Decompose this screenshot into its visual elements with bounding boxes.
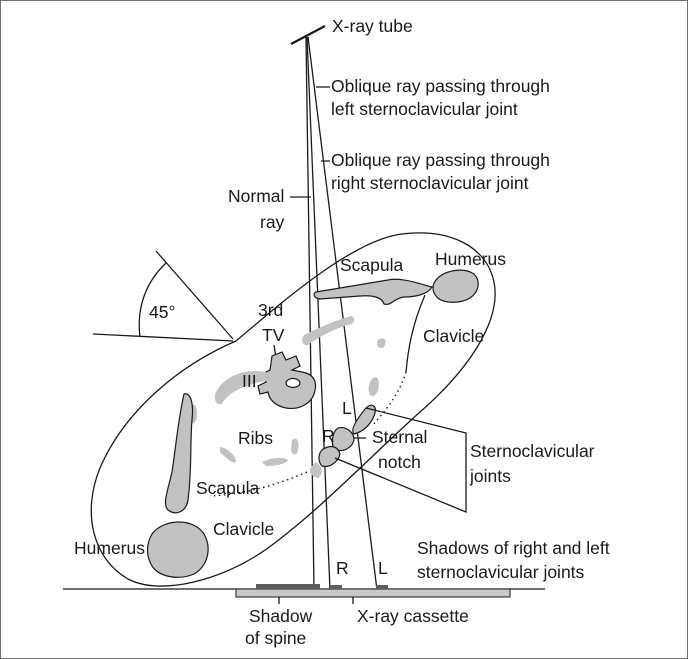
angle-arm-line (156, 251, 233, 339)
shadows-label-line1: Shadows of right and left (417, 538, 610, 558)
sc-joints-label-line1: Sternoclavicular (470, 441, 595, 461)
humerus-top-label: Humerus (435, 249, 506, 269)
ribs-label: Ribs (238, 428, 273, 448)
left-marker-label: L (342, 398, 352, 418)
oblique-right-label-line1: Oblique ray passing through (331, 150, 550, 170)
cassette-label: X-ray cassette (357, 606, 469, 626)
rib-fragment-4 (220, 447, 236, 462)
sternal-notch-label-line1: Sternal (372, 427, 427, 447)
xray-tube-label: X-ray tube (332, 16, 413, 36)
vertebra-label-line1: 3rd (258, 300, 283, 320)
angle-base-line (93, 334, 233, 341)
spine-shadow-shape (256, 584, 320, 589)
shadows-label-line2: sternoclavicular joints (417, 562, 585, 582)
scapula-bottom-label: Scapula (196, 478, 260, 498)
oblique-left-label-line1: Oblique ray passing through (331, 76, 550, 96)
oblique-left-label-line2: left sternoclavicular joint (331, 99, 518, 119)
humerus-top-shape (433, 270, 478, 302)
humerus-bottom-label: Humerus (74, 538, 145, 558)
humerus-bottom-shape (148, 522, 209, 577)
right-marker-label: R (322, 426, 335, 446)
right-sc-shadow-shape (330, 585, 342, 589)
normal-ray-label-line1: Normal (228, 186, 284, 206)
scapula-top-label: Scapula (340, 255, 404, 275)
shadow-spine-label-line2: of spine (245, 628, 306, 648)
clavicle-right-label: Clavicle (423, 326, 484, 346)
shadow-l-label: L (378, 558, 388, 578)
vertebra-label-line2: TV (262, 325, 285, 345)
scapula-bottom-shape (165, 394, 192, 513)
right-sc-joint-shape (319, 447, 340, 467)
oblique-right-label-line2: right sternoclavicular joint (331, 173, 529, 193)
vertebral-foramen (286, 379, 300, 388)
sternal-notch-label-line2: notch (378, 452, 421, 472)
rib-fragment-6 (291, 438, 299, 454)
angle-arc (139, 263, 166, 337)
rib-fragment-1 (377, 338, 386, 348)
clavicle-left-label: Clavicle (213, 519, 274, 539)
shadow-r-label: R (336, 558, 349, 578)
normal-ray-label-line2: ray (260, 212, 285, 232)
rib-three-label: III (242, 371, 257, 391)
left-sc-shadow-shape (376, 585, 388, 589)
shadow-spine-label-line1: Shadow (249, 606, 313, 626)
angle-label: 45° (149, 302, 175, 322)
xray-cassette-shape (236, 589, 510, 597)
scapula-top-shape (314, 279, 432, 304)
rib-fragment-5 (262, 458, 288, 466)
sc-joints-label-line2: joints (469, 466, 511, 486)
rib-fragment-2 (369, 377, 379, 396)
